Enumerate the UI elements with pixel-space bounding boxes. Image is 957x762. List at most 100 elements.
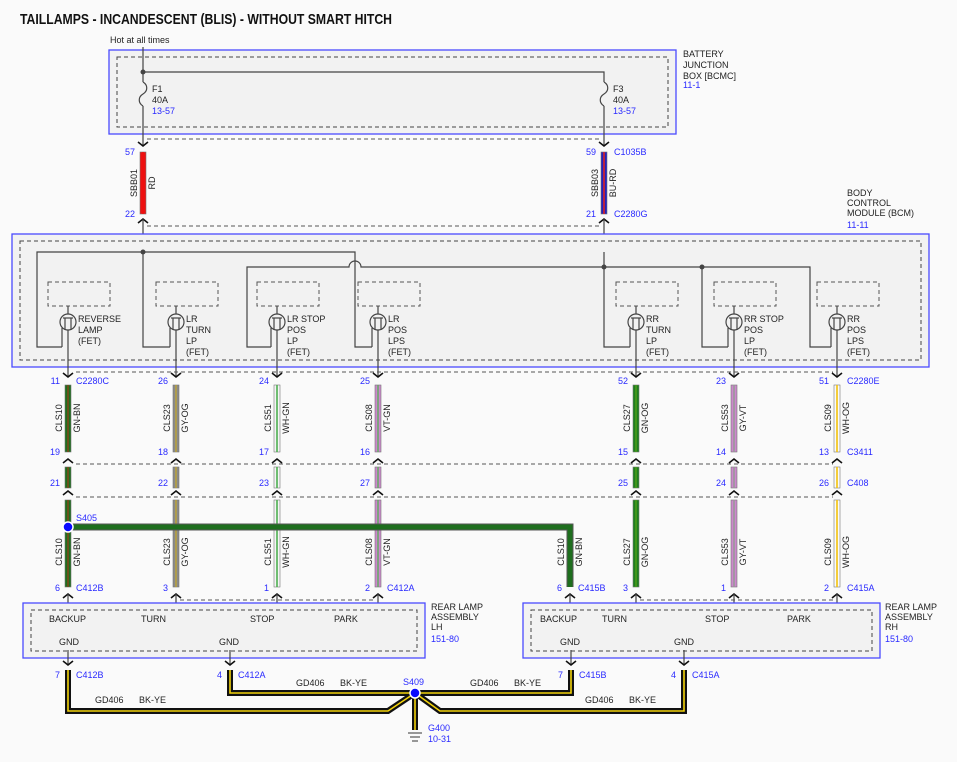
fet-driver-box <box>256 281 320 307</box>
pin-number: 25 <box>618 478 628 488</box>
pin-number: 57 <box>125 147 135 157</box>
wire-color-label: WH-OG <box>841 402 851 434</box>
fet-label: POS <box>847 325 866 335</box>
pin-number: 26 <box>158 376 168 386</box>
pin-number: 4 <box>217 670 222 680</box>
pin-number: 21 <box>50 478 60 488</box>
ground-circuit-label: GD406 <box>585 695 614 705</box>
connector-terminal-icon <box>62 457 74 464</box>
connector-terminal-icon <box>630 457 642 464</box>
circuit-label: CLS53 <box>720 538 730 566</box>
bcm-ref: 11-11 <box>847 220 869 230</box>
pin-number: 51 <box>819 376 829 386</box>
fet-label: LR <box>388 314 400 324</box>
connector-id: C412A <box>387 583 415 593</box>
connector-terminal-icon <box>62 660 74 667</box>
ground-wire-stripe <box>415 670 572 694</box>
fuse-icon <box>599 81 609 107</box>
connector-terminal-icon <box>565 660 577 667</box>
lamp-pin-label: PARK <box>334 614 358 624</box>
circuit-label: CLS10 <box>556 538 566 566</box>
wire-color-label: GN-BN <box>72 404 82 433</box>
connector-id: C408 <box>847 478 869 488</box>
pin-number: 22 <box>158 478 168 488</box>
pin-number: 24 <box>716 478 726 488</box>
connector-id: C2280E <box>847 376 880 386</box>
connector-terminal-icon <box>728 489 740 496</box>
circuit-label: CLS09 <box>823 404 833 432</box>
ground-wire-stripe <box>229 670 415 694</box>
junction-dot <box>601 264 607 270</box>
rear-lamp-assembly-rh <box>522 602 881 659</box>
fuse-ref: 13-57 <box>152 106 175 116</box>
pin-number: 26 <box>819 478 829 488</box>
junction-dot <box>140 249 146 255</box>
fet-label: (FET) <box>847 347 870 357</box>
splice-label: S405 <box>76 513 97 523</box>
connector-terminal-icon <box>598 141 610 148</box>
lamp-name: RH <box>885 622 898 632</box>
bjb-name: BATTERY <box>683 49 724 59</box>
fuse-id: F3 <box>613 84 624 94</box>
pin-number: 23 <box>259 478 269 488</box>
wire-color-label: VT-GN <box>382 404 392 432</box>
lamp-pin-label: TURN <box>141 614 166 624</box>
pin-number: 1 <box>264 583 269 593</box>
ground-wire-stripe <box>67 670 416 712</box>
fuse-ref: 13-57 <box>613 106 636 116</box>
fet-label: RR STOP <box>744 314 784 324</box>
circuit-label: CLS10 <box>54 538 64 566</box>
gnd-label: GND <box>59 637 80 647</box>
fet-label: LP <box>287 336 298 346</box>
bcm-internal-bus <box>246 260 831 348</box>
gnd-label: GND <box>560 637 581 647</box>
fet-label: TURN <box>186 325 211 335</box>
bjb-ref: 11-1 <box>683 80 700 90</box>
circuit-label: SBB03 <box>590 169 600 197</box>
fet-driver-box <box>155 281 219 307</box>
connector-id: C3411 <box>847 447 873 457</box>
connector-terminal-icon <box>372 489 384 496</box>
bjb-name: JUNCTION <box>683 60 729 70</box>
lamp-name: REAR LAMP <box>431 602 483 612</box>
circuit-label: CLS51 <box>263 538 273 566</box>
lamp-name: ASSEMBLY <box>431 612 479 622</box>
connector-terminal-icon <box>831 489 843 496</box>
splice-label: S409 <box>403 677 424 687</box>
bcm-name: MODULE (BCM) <box>847 208 914 218</box>
fet-driver-box <box>47 281 111 307</box>
connector-terminal-icon <box>271 372 283 379</box>
fet-driver-box <box>816 281 880 307</box>
connector-id: C412B <box>76 670 104 680</box>
bcm-internal-bus <box>603 252 630 348</box>
bcm-internal-bus <box>701 267 728 348</box>
fet-label: POS <box>287 325 306 335</box>
fet-label: LPS <box>847 336 864 346</box>
bjb-name: BOX [BCMC] <box>683 71 736 81</box>
fet-driver-box <box>615 281 679 307</box>
body-control-module-inner <box>19 240 922 361</box>
connector-id: C415B <box>579 670 607 680</box>
circuit-label: CLS08 <box>364 404 374 432</box>
pin-number: 25 <box>360 376 370 386</box>
pin-number: 6 <box>557 583 562 593</box>
wire-color-label: GN-OG <box>640 537 650 568</box>
pin-number: 2 <box>824 583 829 593</box>
connector-terminal-icon <box>831 372 843 379</box>
pin-number: 59 <box>586 147 596 157</box>
connector-id: C412B <box>76 583 104 593</box>
wire-color-label: RD <box>147 176 157 189</box>
connector-id: C2280C <box>76 376 110 386</box>
connector-terminal-icon <box>137 141 149 148</box>
splice-s409 <box>409 687 421 699</box>
wire-color-label: GY-OG <box>180 403 190 432</box>
fet-label: REVERSE <box>78 314 121 324</box>
lamp-ref: 151-80 <box>431 634 459 644</box>
pin-number: 14 <box>716 447 726 457</box>
rear-lamp-assembly-rh-inner <box>530 609 873 652</box>
circuit-label: CLS09 <box>823 538 833 566</box>
connector-terminal-icon <box>831 457 843 464</box>
fet-label: LP <box>744 336 755 346</box>
pin-number: 7 <box>55 670 60 680</box>
pin-number: 21 <box>586 209 596 219</box>
